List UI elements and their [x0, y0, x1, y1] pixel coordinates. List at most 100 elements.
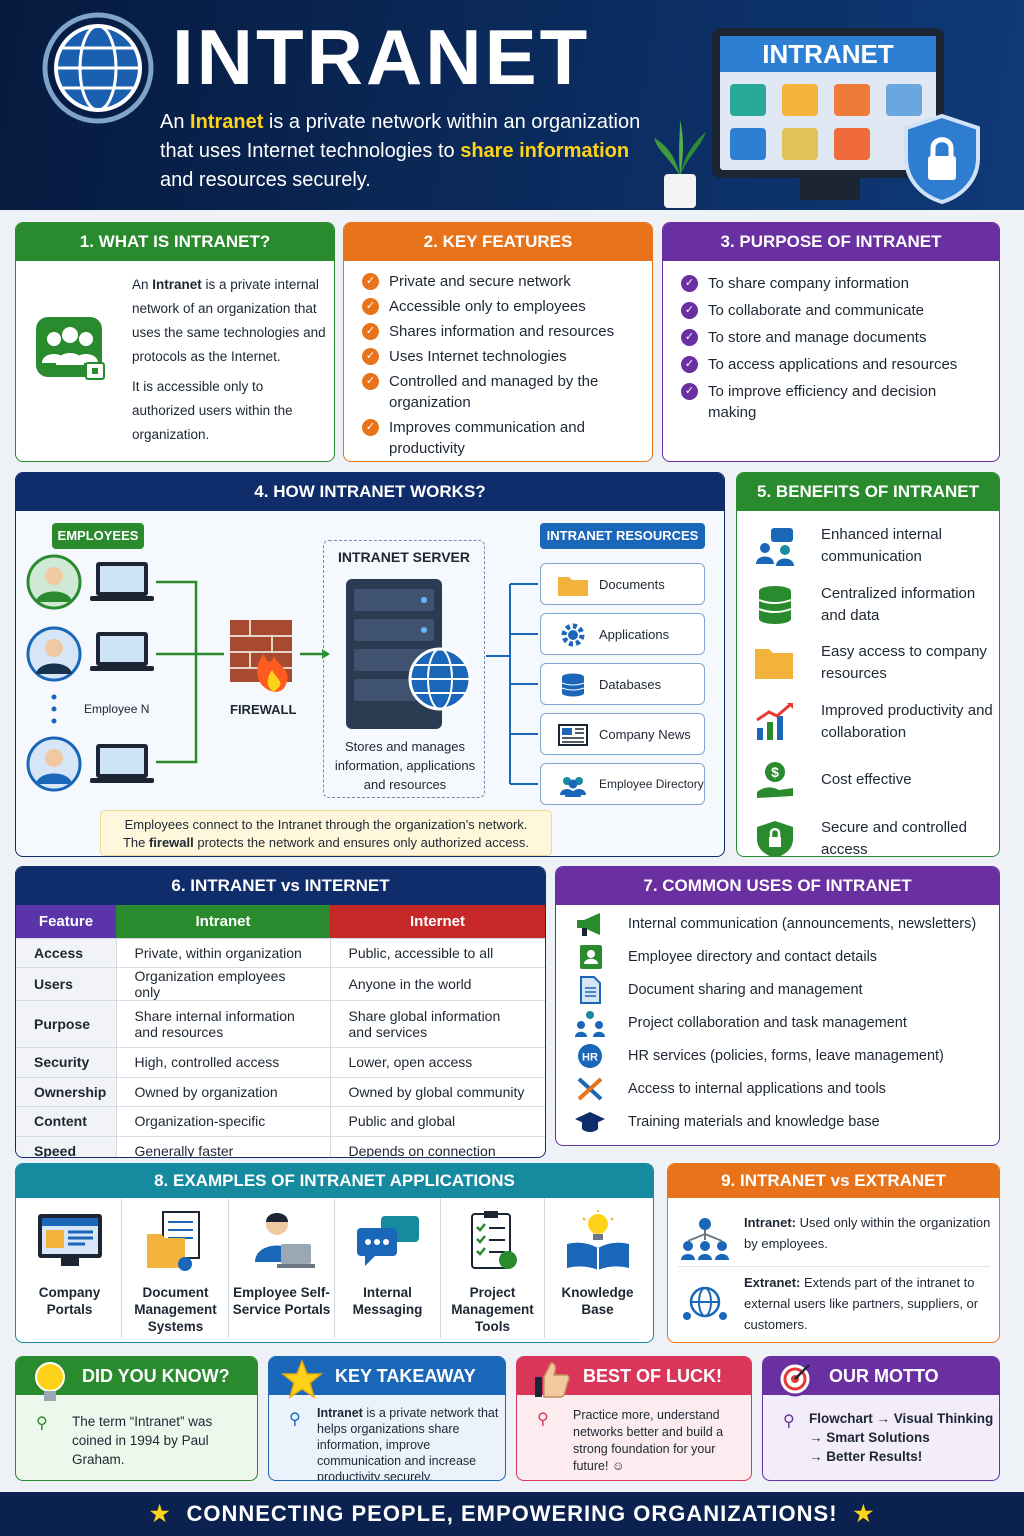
- table-cell: Organization employees only: [116, 967, 331, 1001]
- check-icon: ✓: [681, 329, 698, 346]
- employee-laptop-icon: [254, 1213, 315, 1268]
- did-you-know-card: DID YOU KNOW? ⚲ The term “Intranet” was …: [15, 1356, 258, 1481]
- use-item: Access to internal applications and tool…: [556, 1072, 999, 1105]
- check-icon: ✓: [362, 298, 379, 315]
- lightbulb-icon: [35, 1362, 65, 1401]
- checklist-icon: [470, 1211, 517, 1269]
- contact-book-icon: [580, 944, 602, 969]
- divider: [678, 1266, 990, 1267]
- graduation-cap-icon: [575, 1111, 605, 1132]
- section-title: 9. INTRANET vs EXTRANET: [668, 1164, 999, 1198]
- monitor-title: INTRANET: [720, 36, 936, 72]
- pin-icon: ⚲: [289, 1411, 301, 1428]
- section-what-is: 1. WHAT IS INTRANET? An Intranet is a pr…: [15, 222, 335, 462]
- benefit-item: Centralized information and data: [737, 576, 999, 635]
- table-cell: Content: [16, 1106, 117, 1137]
- section-intranet-vs-internet: 6. INTRANET vs INTERNET Feature Intranet…: [15, 866, 546, 1158]
- newspaper-icon: [558, 724, 588, 746]
- monitor-illustration: INTRANET: [712, 28, 944, 178]
- portal-icon: [37, 1214, 102, 1266]
- check-icon: ✓: [362, 373, 379, 390]
- megaphone-icon: [577, 912, 600, 936]
- hr-icon: HR: [578, 1043, 602, 1068]
- example-self-service: Employee Self-Service Portals: [229, 1198, 335, 1338]
- money-icon: $: [757, 762, 793, 799]
- firewall-label: FIREWALL: [230, 702, 297, 717]
- svg-text:$: $: [771, 764, 779, 780]
- check-icon: ✓: [362, 323, 379, 340]
- growth-chart-icon: [756, 702, 793, 740]
- tools-icon: [577, 1077, 603, 1100]
- employee-n-label: Employee N: [84, 702, 150, 716]
- folder-icon: [558, 577, 588, 596]
- resource-employee-directory[interactable]: Employee Directory: [540, 763, 705, 805]
- table-cell: Organization-specific: [116, 1106, 331, 1137]
- list-item: ✓Accessible only to employees: [362, 296, 652, 317]
- monitor-stand: [800, 178, 860, 200]
- table-cell: Owned by global community: [330, 1077, 545, 1107]
- resource-applications[interactable]: Applications: [540, 613, 705, 655]
- shield-lock-icon: [757, 820, 793, 856]
- table-cell: Speed: [16, 1136, 117, 1157]
- table-cell: Anyone in the world: [330, 967, 545, 1001]
- table-cell: Generally faster: [116, 1136, 331, 1157]
- star-icon: ★: [149, 1501, 171, 1526]
- table-cell: Owned by organization: [116, 1077, 331, 1107]
- employee-avatar-2: [26, 626, 82, 682]
- extranet-definition: Extranet: Extends part of the intranet t…: [744, 1275, 979, 1332]
- section-text: An Intranet is a private internal networ…: [132, 277, 326, 442]
- check-icon: ✓: [362, 273, 379, 290]
- benefit-item: Secure and controlled access: [737, 810, 999, 856]
- benefit-item: Enhanced internal communication: [737, 517, 999, 576]
- table-cell: High, controlled access: [116, 1047, 331, 1078]
- resource-documents[interactable]: Documents: [540, 563, 705, 605]
- check-icon: ✓: [362, 348, 379, 365]
- example-company-portals: Company Portals: [18, 1198, 122, 1338]
- server-icon: [346, 579, 472, 729]
- section-title: 3. PURPOSE OF INTRANET: [663, 223, 999, 261]
- table-cell: Private, within organization: [116, 938, 331, 968]
- check-icon: ✓: [681, 383, 698, 400]
- globe-users-icon: [683, 1286, 727, 1320]
- resources-label: INTRANET RESOURCES: [540, 523, 705, 549]
- employee-avatar-1: [26, 554, 82, 610]
- resource-connectors: [486, 583, 538, 785]
- table-cell: Public and global: [330, 1106, 545, 1137]
- table-cell: Users: [16, 967, 117, 1001]
- use-item: Project collaboration and task managemen…: [556, 1006, 999, 1039]
- section-title: 2. KEY FEATURES: [344, 223, 652, 261]
- network-diagram: [26, 554, 330, 792]
- resource-company-news[interactable]: Company News: [540, 713, 705, 755]
- page-subtitle: An Intranet is a private network within …: [160, 111, 641, 191]
- table-cell: Purpose: [16, 1000, 117, 1048]
- star-icon: [281, 1359, 323, 1399]
- page-title: INTRANET: [172, 13, 591, 101]
- list-item: ✓To improve efficiency and decision maki…: [681, 381, 981, 423]
- section-title: 1. WHAT IS INTRANET?: [16, 223, 334, 261]
- chat-users-icon: [756, 528, 794, 567]
- laptop-1: [90, 562, 154, 601]
- resource-databases[interactable]: Databases: [540, 663, 705, 705]
- thumbs-up-icon: [535, 1362, 570, 1398]
- database-icon: [758, 585, 792, 624]
- table-cell: Security: [16, 1047, 117, 1078]
- document-icon: [580, 975, 601, 1004]
- shield-lock-icon: [904, 113, 980, 205]
- list-item: ✓Shares information and resources: [362, 321, 652, 342]
- server-box: INTRANET SERVER Stores and manages infor…: [323, 540, 485, 798]
- section-key-features: 2. KEY FEATURES ✓Private and secure netw…: [343, 222, 653, 462]
- laptop-3: [90, 744, 154, 783]
- documents-icon: [146, 1211, 200, 1271]
- list-item: ✓To access applications and resources: [681, 354, 981, 375]
- use-item: Employee directory and contact details: [556, 940, 999, 973]
- key-takeaway-card: KEY TAKEAWAY ⚲ Intranet is a private net…: [268, 1356, 506, 1481]
- section-title: 5. BENEFITS OF INTRANET: [737, 473, 999, 511]
- section-title: 8. EXAMPLES OF INTRANET APPLICATIONS: [16, 1164, 653, 1198]
- table-cell: Lower, open access: [330, 1047, 545, 1078]
- example-knowledge-base: Knowledge Base: [545, 1198, 650, 1338]
